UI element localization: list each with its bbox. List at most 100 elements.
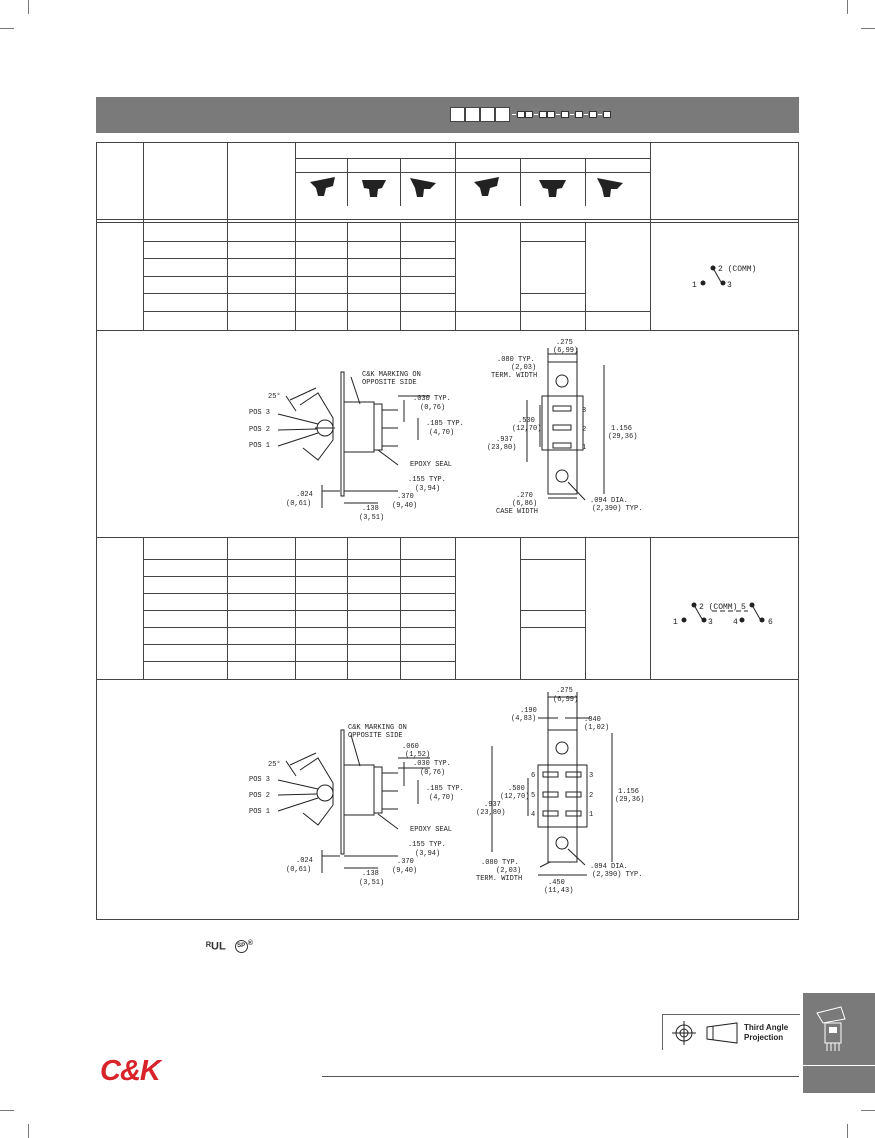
crop-mark <box>0 1110 14 1111</box>
footer-rule <box>322 1076 799 1077</box>
schematic-terminal-label: 6 <box>768 618 773 627</box>
code-small-box <box>525 111 533 118</box>
actuator-icons <box>310 177 623 197</box>
label-pos3: POS 3 <box>249 409 270 417</box>
code-dash <box>584 114 588 115</box>
label-pos2: POS 2 <box>249 792 270 800</box>
label-dim: .270 <box>516 492 533 500</box>
label-dim: (6,99) <box>553 347 578 355</box>
label-dim: .370 <box>397 493 414 501</box>
csa-icon: SP <box>234 940 248 953</box>
label-terminal: 2 <box>589 792 593 800</box>
label-dim: (2,390) TYP. <box>592 871 642 879</box>
label-dim: .094 DIA. <box>590 863 628 871</box>
label-pos3: POS 3 <box>249 776 270 784</box>
label-dim: (3,94) <box>415 850 440 858</box>
label-dim: (11,43) <box>544 887 573 895</box>
label-dim: (29,36) <box>615 796 644 804</box>
label-dim: .030 TYP. <box>413 395 451 403</box>
code-small-box <box>575 111 583 118</box>
rocker-actuator-icon <box>362 180 386 197</box>
label-terminal: 1 <box>582 444 586 452</box>
code-dash <box>512 114 516 115</box>
schematic-terminal-label: 5 <box>741 603 746 612</box>
label-dim: (2,390) TYP. <box>592 505 642 513</box>
schematic-terminal-label: 4 <box>733 618 738 627</box>
code-box <box>495 107 510 122</box>
label-dim: .370 <box>397 858 414 866</box>
code-small-box <box>561 111 569 118</box>
label-dim: .080 TYP. <box>481 859 519 867</box>
label-dim: (3,94) <box>415 485 440 493</box>
crop-mark <box>28 1124 29 1138</box>
label-dim: .275 <box>556 339 573 347</box>
label-pos1: POS 1 <box>249 808 270 816</box>
label-dim: .060 <box>402 743 419 751</box>
label-dim: (4,70) <box>429 429 454 437</box>
label-dim: (0,61) <box>286 500 311 508</box>
label-dim: .500 <box>508 785 525 793</box>
code-small-box <box>547 111 555 118</box>
label-dim: .024 <box>296 491 313 499</box>
label-dim: (12,70) <box>512 425 541 433</box>
label-marking: OPPOSITE SIDE <box>362 379 417 387</box>
drawing-labels-2: C&K MARKING ON OPPOSITE SIDE 25° POS 3 P… <box>249 687 644 895</box>
crop-mark <box>861 28 875 29</box>
rocker-actuator-icon <box>539 180 566 197</box>
label-dim: .190 <box>520 707 537 715</box>
crop-mark <box>847 1124 848 1138</box>
label-dim: .937 <box>496 436 513 444</box>
label-dim: CASE WIDTH <box>496 508 538 516</box>
label-dim: .155 TYP. <box>408 476 446 484</box>
label-dim: (23,80) <box>476 809 505 817</box>
label-angle: 25° <box>268 760 281 769</box>
label-terminal: 1 <box>589 811 593 819</box>
ul-recognized-icon: ᴿUL <box>206 940 226 953</box>
label-dim: (1,02) <box>584 724 609 732</box>
label-dim: (2,03) <box>496 867 521 875</box>
label-dim: (9,40) <box>392 502 417 510</box>
crop-mark <box>28 0 29 14</box>
label-dim: 1.156 <box>611 425 632 433</box>
label-dim: .185 TYP. <box>426 785 464 793</box>
label-dim: (0,76) <box>420 769 445 777</box>
label-dim: (12,70) <box>500 793 529 801</box>
label-angle: 25° <box>268 392 281 401</box>
label-terminal: 5 <box>531 792 535 800</box>
label-terminal: 4 <box>531 811 535 819</box>
code-dash <box>556 114 560 115</box>
label-dim: .500 <box>518 417 535 425</box>
label-dim: .138 <box>362 505 379 513</box>
certification-marks: ᴿUL SP® <box>206 940 253 953</box>
label-dim: (23,80) <box>487 444 516 452</box>
label-terminal: 6 <box>531 772 535 780</box>
label-dim: (6,86) <box>512 500 537 508</box>
label-dim: .040 <box>584 716 601 724</box>
label-dim: 1.156 <box>618 788 639 796</box>
label-dim: (29,36) <box>608 433 637 441</box>
label-terminal: 3 <box>582 407 586 415</box>
label-dim: (0,61) <box>286 866 311 874</box>
label-pos1: POS 1 <box>249 442 270 450</box>
label-dim: .155 TYP. <box>408 841 446 849</box>
label-terminal: 2 <box>582 426 586 434</box>
label-dim: .024 <box>296 857 313 865</box>
schematic-terminal-label: 3 <box>708 618 713 627</box>
label-dim: .030 TYP. <box>413 760 451 768</box>
rocker-switch-icon <box>816 1006 846 1051</box>
schematic-terminal-label: 3 <box>727 281 732 290</box>
label-dim: .185 TYP. <box>426 420 464 428</box>
ck-logo: C&K <box>100 1055 161 1087</box>
schematic-comm-label: 2 (COMM) <box>718 265 756 274</box>
code-box <box>465 107 480 122</box>
label-pos2: POS 2 <box>249 426 270 434</box>
label-marking: C&K MARKING ON <box>348 724 407 732</box>
label-marking: C&K MARKING ON <box>362 371 421 379</box>
label-dim: .094 DIA. <box>590 497 628 505</box>
code-dash <box>534 114 538 115</box>
code-small-box <box>589 111 597 118</box>
code-dash <box>570 114 574 115</box>
